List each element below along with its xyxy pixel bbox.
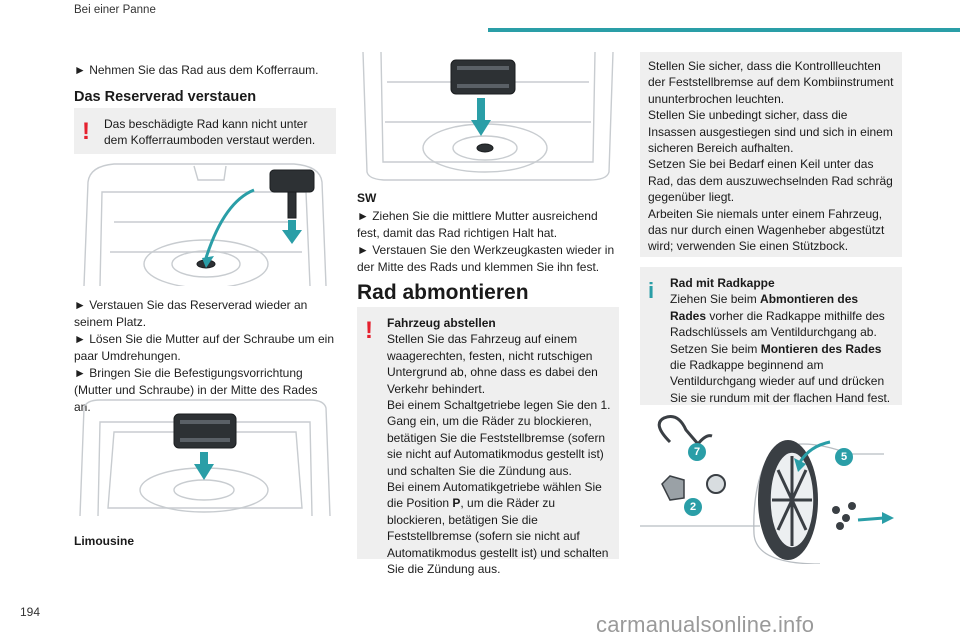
heading-remove-wheel: Rad abmontieren [357, 281, 529, 304]
warning-box-park-vehicle: ! Fahrzeug abstellen Stellen Sie das Fah… [357, 307, 619, 576]
warning-park-title: Fahrzeug abstellen [387, 316, 496, 330]
info-icon: i [648, 278, 655, 303]
info-box-hubcap: i Rad mit Radkappe Ziehen Sie beim Abmon… [640, 267, 902, 405]
info-p1-a: Ziehen Sie beim [670, 292, 761, 307]
callout-7-label: 7 [693, 446, 701, 458]
callout-2: 2 [684, 498, 702, 516]
warning-text: Das beschädigte Rad kann nicht unter dem… [104, 117, 316, 148]
warning-park-text: Fahrzeug abstellen Stellen Sie das Fahrz… [387, 315, 611, 578]
warning-icon: ! [82, 118, 90, 145]
section-title: Bei einer Panne [74, 4, 156, 16]
heading-stow-spare: Das Reserverad verstauen [74, 89, 257, 105]
warning-box-damaged-wheel: ! Das beschädigte Rad kann nicht unter d… [74, 108, 336, 154]
info-hubcap-text: Rad mit Radkappe Ziehen Sie beim Abmonti… [670, 275, 894, 406]
caption-limousine: Limousine [74, 534, 135, 548]
note-line-1: Stellen Sie sicher, dass die Kontrollleu… [648, 59, 894, 106]
watermark: carmanualsonline.info [596, 612, 815, 637]
page-number: 194 [20, 605, 41, 619]
step-loosen-nut: ► Lösen Sie die Mutter auf der Schraube … [74, 332, 335, 363]
illustration-wheel-removal [640, 415, 894, 564]
callout-5-label: 5 [840, 451, 848, 463]
step-stow-toolbox: ► Verstauen Sie den Werkzeugkasten wiede… [357, 243, 615, 274]
note-line-3: Setzen Sie bei Bedarf einen Keil unter d… [648, 157, 893, 205]
caption-sw: SW [357, 191, 377, 205]
info-p2-c: die Radkappe beginnend am Ventildurchgan… [670, 358, 891, 405]
step-remove-wheel: ► Nehmen Sie das Rad aus dem Kofferraum. [74, 63, 319, 77]
warning-park-line-3: Bei einem Automatikgetriebe wählen Sie d… [387, 480, 602, 511]
warning-park-line-3b: , um die Räder zu blockieren, betätigen … [387, 496, 609, 577]
note-line-4: Arbeiten Sie niemals unter einem Fahrzeu… [648, 206, 885, 254]
warning-park-line-1: Stellen Sie das Fahrzeug auf einem waage… [387, 332, 598, 396]
note-safety-text: Stellen Sie sicher, dass die Kontrollleu… [648, 58, 894, 255]
step-tighten-nut: ► Ziehen Sie die mittlere Mutter ausreic… [357, 209, 598, 240]
warning-park-line-2: Bei einem Schaltgetriebe legen Sie den 1… [387, 398, 611, 478]
step-attach-fixing: ► Bringen Sie die Befestigungsvorrichtun… [74, 366, 318, 414]
info-p1-bold: Abmontieren des Rades [670, 292, 859, 323]
header-accent-bar [488, 28, 960, 32]
info-p2-a: Setzen Sie beim [670, 341, 761, 356]
note-line-2: Stellen Sie unbedingt sicher, dass die I… [648, 108, 893, 156]
step-stow-spare: ► Verstauen Sie das Reserverad wieder an… [74, 298, 308, 329]
callout-2-label: 2 [689, 501, 697, 513]
gear-position-p: P [452, 496, 461, 511]
note-box-safety: Stellen Sie sicher, dass die Kontrollleu… [640, 52, 902, 257]
info-p2-bold: Montieren des Rades [760, 341, 882, 356]
callout-5: 5 [835, 448, 853, 466]
callout-7: 7 [688, 443, 706, 461]
info-hubcap-title: Rad mit Radkappe [670, 276, 775, 290]
warning-icon: ! [365, 317, 373, 344]
illustration-sw [362, 52, 614, 181]
illustration-limousine [79, 399, 331, 516]
illustration-spare-wheel-stow [83, 163, 327, 286]
info-p1-c: vorher die Radkappe mithilfe des Radschl… [670, 308, 885, 340]
